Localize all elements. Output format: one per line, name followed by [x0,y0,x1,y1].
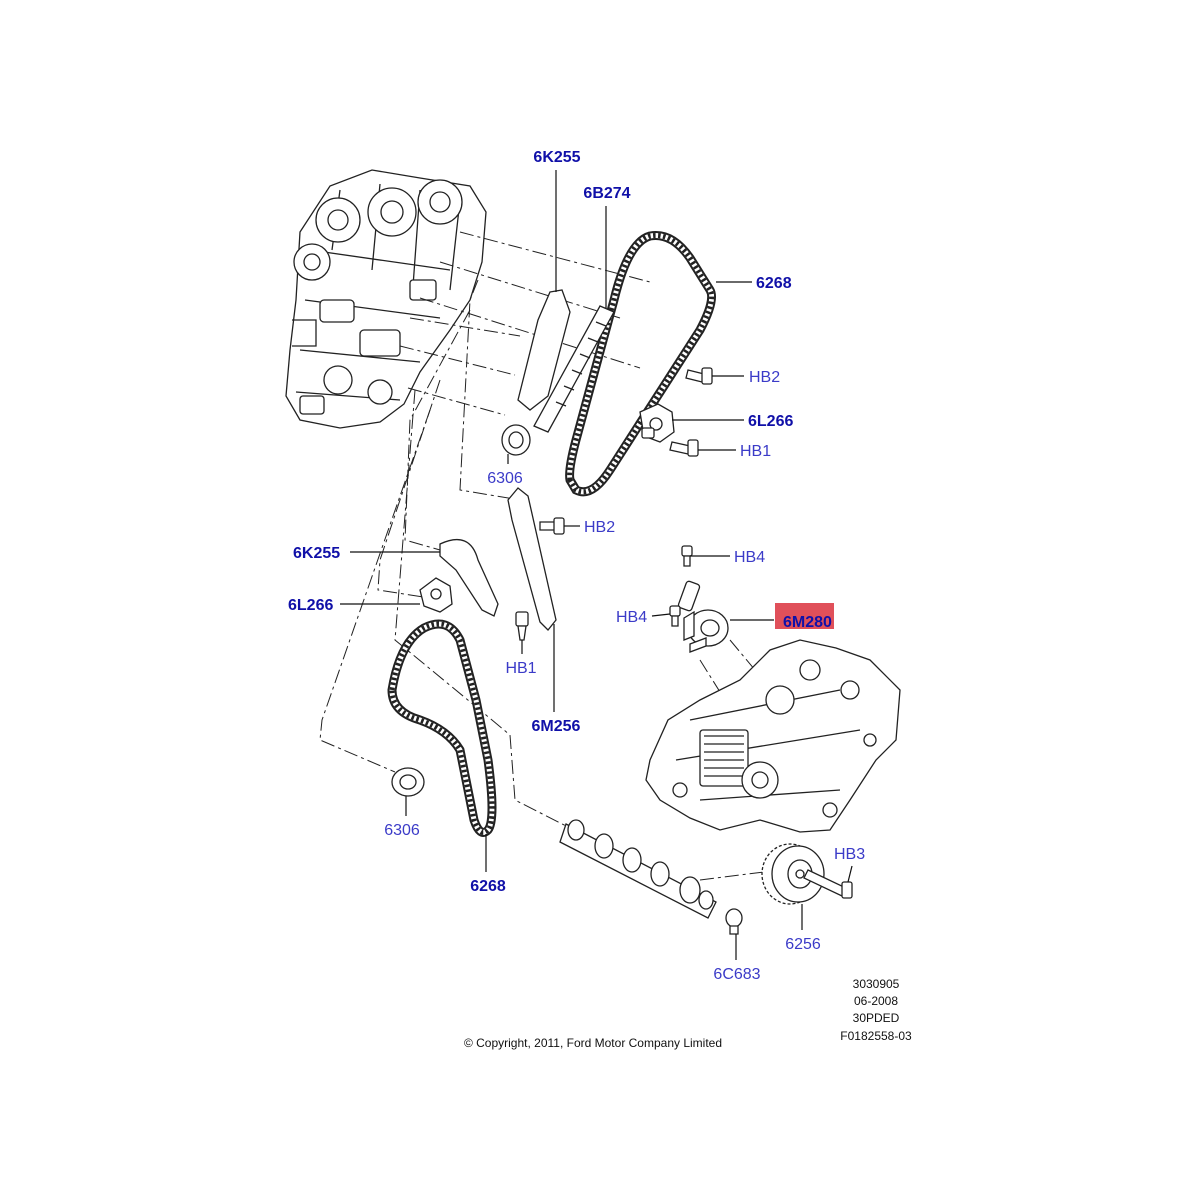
label-6m280: 6M280 [783,614,832,631]
lower-tensioner-6l266-part [419,577,453,613]
label-6l266-top: 6L266 [748,413,793,430]
label-hb2-mid: HB2 [584,519,615,536]
camshaft-part [559,819,717,919]
label-hb4-upper: HB4 [734,549,765,566]
reference-code-3: 30PDED [853,1011,900,1025]
middle-bolt-hb1-part [515,611,529,641]
camshaft-sprocket-6256-part [761,843,825,905]
label-6k255-top: 6K255 [533,149,580,166]
label-6l266-mid: 6L266 [288,597,333,614]
reference-code-1: 3030905 [853,977,900,991]
oil-pump-upper-bolt-hb4-part [681,545,693,567]
label-6m256: 6M256 [532,718,581,735]
engine-front-cover-illustration [645,639,901,833]
lower-chain-guide-6k255-part [439,539,499,617]
label-6268-top: 6268 [756,275,792,292]
label-hb1-mid: HB1 [505,660,536,677]
upper-chain-guide-6b274-part [533,305,615,433]
upper-bolt-hb1-part [669,439,699,457]
lower-timing-chain [387,619,497,837]
label-6268-low: 6268 [470,878,506,895]
copyright-notice: © Copyright, 2011, Ford Motor Company Li… [464,1036,722,1050]
upper-timing-chain [565,230,717,497]
reference-code-2: 06-2008 [854,994,898,1008]
label-hb4-left: HB4 [616,609,647,626]
engine-block-illustration [285,169,487,429]
plug-6c683-part [725,908,743,935]
label-hb3: HB3 [834,846,865,863]
upper-tensioner-6l266-part [639,403,675,443]
label-6k255-mid: 6K255 [293,545,340,562]
leader-lines [340,170,853,960]
label-6306-low: 6306 [384,822,420,839]
upper-seal-6306-part [501,424,531,456]
reference-code-4: F0182558-03 [840,1029,912,1043]
label-hb1-top: HB1 [740,443,771,460]
label-6256: 6256 [785,936,821,953]
middle-bolt-hb2-part [539,517,565,535]
label-6c683: 6C683 [713,966,760,983]
label-6b274: 6B274 [583,185,630,202]
upper-chain-guide-6k255-part [517,289,571,411]
sprocket-bolt-hb3-part [803,869,853,899]
lower-seal-6306-part [391,767,425,797]
oil-pump-side-bolt-hb4-part [669,605,681,627]
highlight-box [775,603,834,629]
label-hb2-top: HB2 [749,369,780,386]
oil-pump-6m280-part [677,580,729,653]
upper-bolt-hb2-part [685,367,713,385]
lower-chain-guide-6m256-part [507,487,557,631]
label-6306-top: 6306 [487,470,523,487]
